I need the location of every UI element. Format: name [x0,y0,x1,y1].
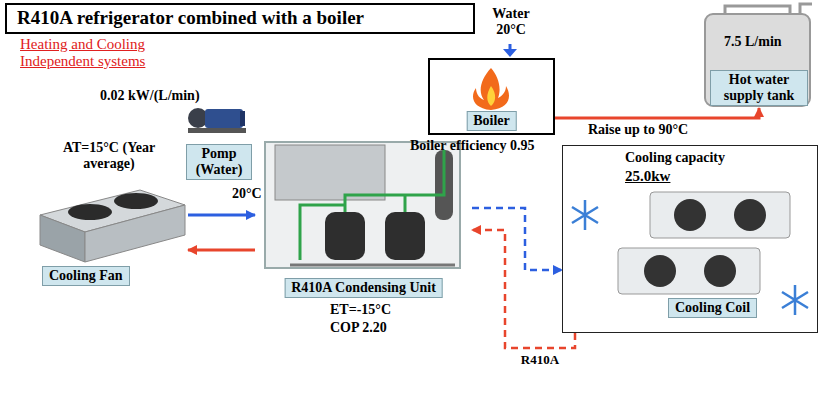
label-text: 0.02 kW/(L/min) [100,88,200,104]
node-text: Boiler [466,111,517,131]
label-text: Raise up to 90°C [588,122,688,138]
label-text: AT=15°C (Year average) [45,140,173,172]
node-text: Hot water supply tank [710,70,808,106]
flow-arrow [472,208,562,270]
flame-icon [473,68,509,110]
tank-node: Hot water supply tank [700,3,818,108]
pump-node: Pomp (Water) [183,104,255,182]
label-text: 20°C [232,186,262,202]
water-inlet-arrow [503,44,517,57]
cooling-fan-picture [40,190,185,262]
pump-picture [188,108,246,133]
node-text: R410A Condensing Unit [284,278,443,298]
flow-arrow [188,249,255,252]
node-text: Pomp (Water) [186,144,252,180]
boiler-box: Boiler [428,58,555,135]
label-text: Water 20°C [482,6,540,38]
cooling-coil-picture [618,192,790,294]
cooling-fan-node: Cooling Fan [32,188,188,288]
node-text: Cooling Coil [675,300,750,316]
title-text: R410A refrigerator combined with a boile… [17,7,364,28]
label-text: Boiler efficiency 0.95 [410,138,535,154]
title-box: R410A refrigerator combined with a boile… [5,3,475,34]
label-text: 7.5 L/min [724,34,782,50]
label-text: ET=-15°C [330,302,391,318]
condensing-unit-picture [265,142,460,268]
label-text: Heating and Cooling Independent systems [20,36,185,70]
cooling-coil-tag: Cooling Coil [668,298,757,318]
node-text: Cooling Fan [42,266,130,286]
condensing-unit-node: R410A Condensing Unit [255,138,472,300]
edge-label: R410A [519,352,561,368]
cooling-box: Cooling capacity 25.0kwCooling Coil [562,145,818,333]
tank-picture [705,4,812,106]
label-text: COP 2.20 [330,320,387,336]
node-text: 25.0kw [625,168,670,185]
flow-arrow [555,108,759,118]
flow-arrow [472,230,575,348]
node-text: Cooling capacity [625,150,725,166]
flow-arrow [188,214,255,217]
